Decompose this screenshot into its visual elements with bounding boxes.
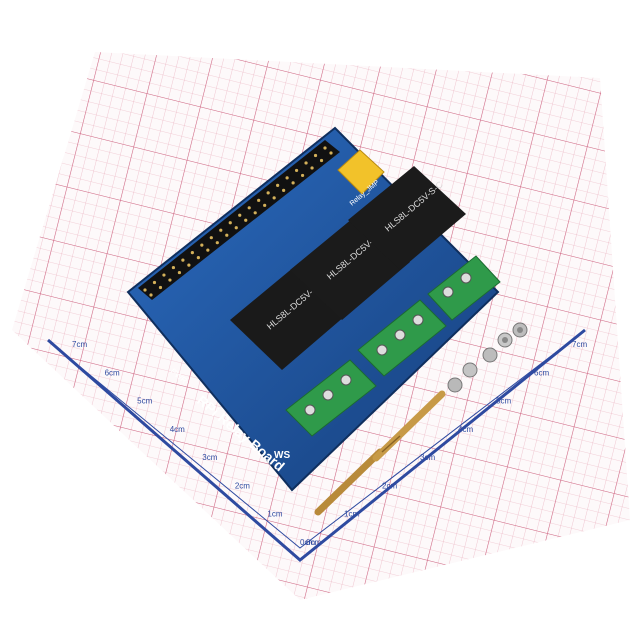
gpio-pin: [143, 288, 147, 292]
gpio-pin: [228, 221, 232, 225]
ruler-mark: 1cm: [344, 510, 359, 519]
gpio-pin: [247, 206, 251, 210]
gpio-pin: [196, 256, 200, 260]
ruler: 7cm 6cm 5cm 4cm 3cm 2cm 1cm 0cm 0cm 1cm 2cm 3cm 4cm…: [47, 328, 587, 562]
gpio-pin: [276, 183, 280, 187]
gpio-pin: [257, 198, 261, 202]
ruler-mark: 1cm: [267, 510, 282, 519]
ruler-mark: 4cm: [170, 425, 185, 434]
gpio-pin: [253, 211, 257, 215]
screws-and-nuts: [447, 322, 528, 393]
terminal-block-1: [285, 359, 377, 437]
ruler-right-scale: 0cm 1cm 2cm 3cm 4cm 5cm 6cm 7cm: [306, 340, 587, 547]
gpio-pin: [149, 293, 153, 297]
ruler-mark: 0cm: [306, 538, 321, 547]
gpio-header: [138, 140, 340, 300]
ruler-mark: 3cm: [202, 453, 217, 462]
gpio-pin: [319, 158, 324, 163]
gpio-pin: [272, 196, 276, 200]
gpio-pin: [171, 265, 176, 270]
gpio-pin: [238, 213, 242, 217]
gpio-pin: [206, 248, 210, 252]
gpio-pin: [158, 285, 163, 290]
terminal-block-2: [357, 299, 447, 377]
gpio-pin: [187, 263, 191, 267]
gpio-pin: [329, 151, 333, 155]
gpio-pin: [291, 181, 295, 185]
ruler-mark: 5cm: [137, 397, 152, 406]
gpio-pin: [190, 251, 194, 255]
ruler-mark: 7cm: [72, 340, 87, 349]
brass-standoffs: [314, 390, 446, 516]
gpio-pin: [244, 218, 248, 222]
ruler-mark: 6cm: [105, 368, 120, 377]
ruler-mark: 3cm: [420, 453, 435, 462]
gpio-pin: [225, 233, 229, 237]
gpio-pin: [263, 203, 267, 207]
relay-3: HLS8L-DC5V-S-C: [348, 166, 466, 270]
gpio-pin: [282, 188, 286, 192]
logo-text: WS: [274, 450, 290, 461]
gpio-pin: [310, 166, 314, 170]
gpio-pin: [168, 278, 172, 282]
gpio-pin: [313, 153, 318, 158]
ruler-mark: 0cm: [300, 538, 315, 547]
gpio-pin: [181, 258, 185, 262]
gpio-pin: [219, 228, 223, 232]
ruler-mark: 6cm: [534, 368, 549, 377]
gpio-pin: [177, 270, 182, 275]
ruler-mark: 2cm: [235, 481, 250, 490]
ruler-left-scale: 7cm 6cm 5cm 4cm 3cm 2cm 1cm 0cm: [72, 340, 315, 547]
gpio-pin: [304, 161, 308, 165]
terminal-block-3: [427, 255, 501, 321]
ruler-mark: 5cm: [496, 397, 511, 406]
ruler-mark: 4cm: [458, 425, 473, 434]
gpio-pin: [266, 191, 270, 195]
relay-jumper: [337, 149, 385, 195]
gpio-pin: [152, 280, 157, 285]
gpio-pin: [300, 173, 305, 178]
gpio-pin: [234, 226, 238, 230]
gpio-pin: [200, 243, 204, 247]
gpio-pin: [294, 168, 299, 173]
ruler-mark: 2cm: [382, 481, 397, 490]
gpio-pin: [215, 241, 219, 245]
gpio-pin: [323, 146, 327, 150]
gpio-pin: [285, 176, 289, 180]
gpio-pin: [209, 236, 213, 240]
gpio-pin: [162, 273, 166, 277]
ruler-mark: 7cm: [572, 340, 587, 349]
